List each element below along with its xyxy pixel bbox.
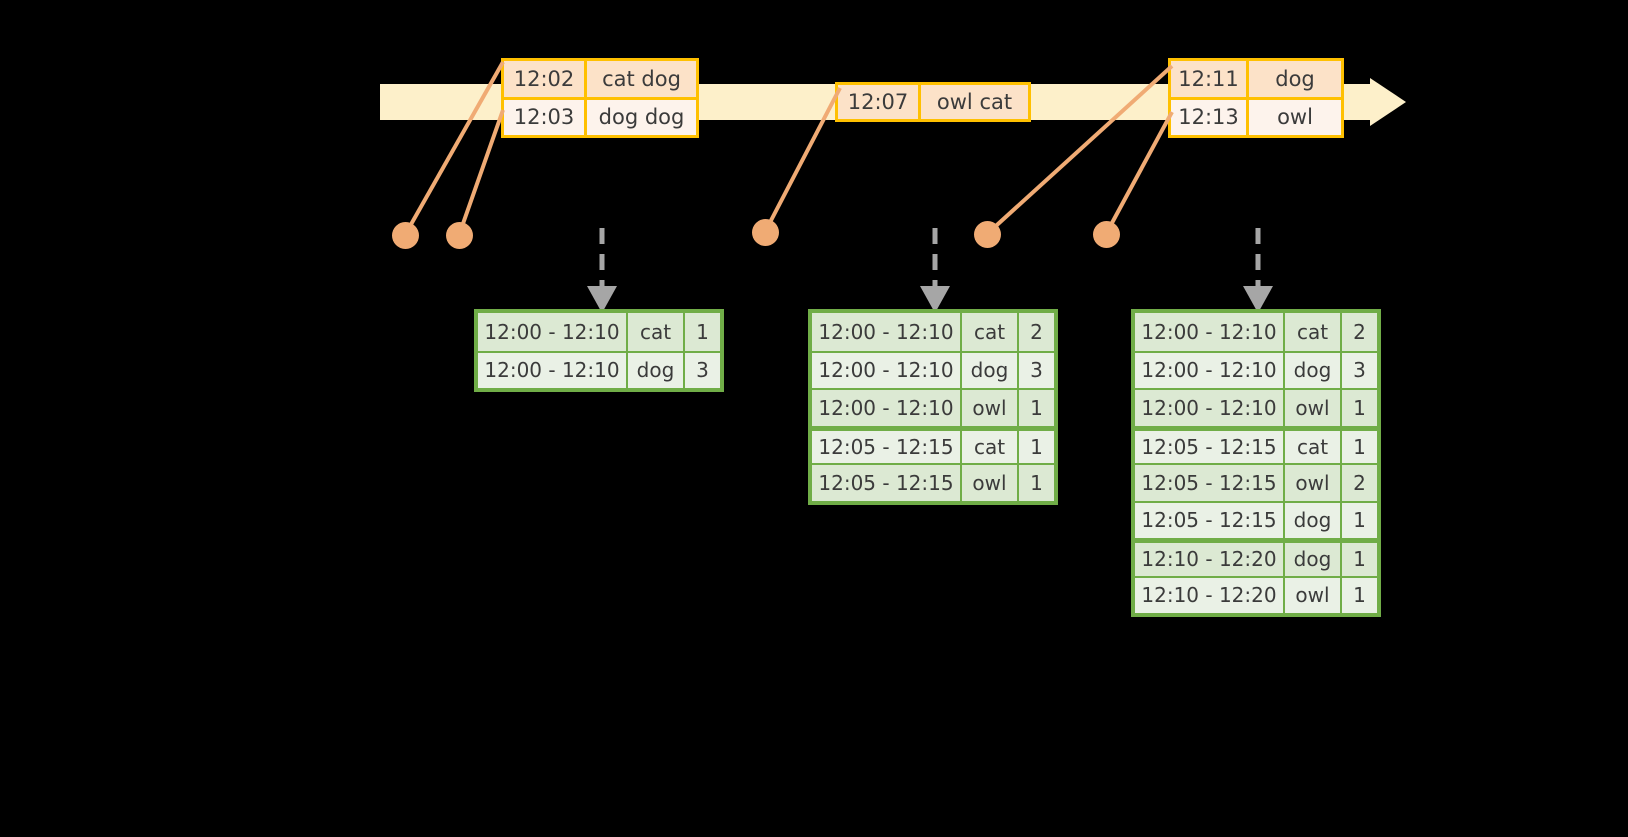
count-cell: 1 — [1017, 430, 1054, 463]
window-cell: 12:00 - 12:10 — [812, 313, 960, 351]
word-cell: cat — [960, 430, 1017, 463]
connector-line-2 — [457, 109, 505, 236]
flow-arrow-2 — [920, 228, 950, 313]
timeline-arrowhead — [1370, 78, 1406, 126]
count-cell: 1 — [683, 313, 720, 351]
word-cell: dog — [1283, 543, 1340, 576]
window-cell: 12:05 - 12:15 — [1135, 502, 1283, 538]
window-cell: 12:00 - 12:10 — [812, 390, 960, 426]
count-cell: 1 — [1340, 430, 1377, 463]
event-words: owl cat — [921, 85, 1028, 119]
word-cell: dog — [626, 352, 683, 388]
event-row: 12:07 owl cat — [838, 85, 1028, 119]
count-cell: 1 — [1340, 577, 1377, 613]
event-words: dog — [1249, 61, 1341, 97]
word-cell: cat — [1283, 313, 1340, 351]
event-time: 12:02 — [504, 61, 587, 97]
event-group-2[interactable]: 12:07 owl cat — [835, 82, 1031, 122]
flow-arrow-1 — [587, 228, 617, 313]
event-row: 12:13 owl — [1171, 96, 1341, 135]
word-cell: dog — [1283, 352, 1340, 388]
word-cell: cat — [1283, 430, 1340, 463]
window-cell: 12:00 - 12:10 — [1135, 352, 1283, 388]
event-words: cat dog — [587, 61, 696, 97]
window-cell: 12:05 - 12:15 — [1135, 465, 1283, 501]
window-cell: 12:00 - 12:10 — [812, 352, 960, 388]
count-cell: 2 — [1340, 313, 1377, 351]
word-cell: cat — [626, 313, 683, 351]
window-cell: 12:00 - 12:10 — [1135, 313, 1283, 351]
event-dot-5 — [1093, 221, 1120, 248]
word-cell: dog — [1283, 502, 1340, 538]
window-cell: 12:00 - 12:10 — [1135, 390, 1283, 426]
event-row: 12:03 dog dog — [504, 96, 696, 135]
word-cell: owl — [960, 465, 1017, 501]
event-time: 12:03 — [504, 99, 587, 135]
window-cell: 12:05 - 12:15 — [1135, 430, 1283, 463]
event-group-3[interactable]: 12:11 dog 12:13 owl — [1168, 58, 1344, 138]
event-words: dog dog — [587, 99, 696, 135]
count-cell: 3 — [683, 352, 720, 388]
window-cell: 12:10 - 12:20 — [1135, 577, 1283, 613]
count-cell: 3 — [1340, 352, 1377, 388]
window-cell: 12:05 - 12:15 — [812, 430, 960, 463]
window-cell: 12:00 - 12:10 — [478, 352, 626, 388]
event-time: 12:07 — [838, 85, 921, 119]
word-cell: cat — [960, 313, 1017, 351]
event-time: 12:11 — [1171, 61, 1249, 97]
flow-arrow-3 — [1243, 228, 1273, 313]
event-group-1[interactable]: 12:02 cat dog 12:03 dog dog — [501, 58, 699, 138]
count-cell: 1 — [1017, 390, 1054, 426]
event-row: 12:02 cat dog — [504, 61, 696, 97]
count-cell: 1 — [1340, 390, 1377, 426]
count-cell: 1 — [1340, 502, 1377, 538]
word-cell: owl — [1283, 577, 1340, 613]
window-cell: 12:00 - 12:10 — [478, 313, 626, 351]
window-cell: 12:10 - 12:20 — [1135, 543, 1283, 576]
event-dot-1 — [392, 222, 419, 249]
word-cell: dog — [960, 352, 1017, 388]
event-words: owl — [1249, 99, 1341, 135]
word-cell: owl — [960, 390, 1017, 426]
event-row: 12:11 dog — [1171, 61, 1341, 97]
count-cell: 1 — [1340, 543, 1377, 576]
count-cell: 1 — [1017, 465, 1054, 501]
connector-line-5 — [1104, 111, 1174, 235]
event-time: 12:13 — [1171, 99, 1249, 135]
word-cell: owl — [1283, 465, 1340, 501]
window-cell: 12:05 - 12:15 — [812, 465, 960, 501]
event-dot-3 — [752, 219, 779, 246]
count-cell: 2 — [1017, 313, 1054, 351]
count-cell: 2 — [1340, 465, 1377, 501]
event-dot-4 — [974, 221, 1001, 248]
word-cell: owl — [1283, 390, 1340, 426]
event-dot-2 — [446, 222, 473, 249]
count-cell: 3 — [1017, 352, 1054, 388]
